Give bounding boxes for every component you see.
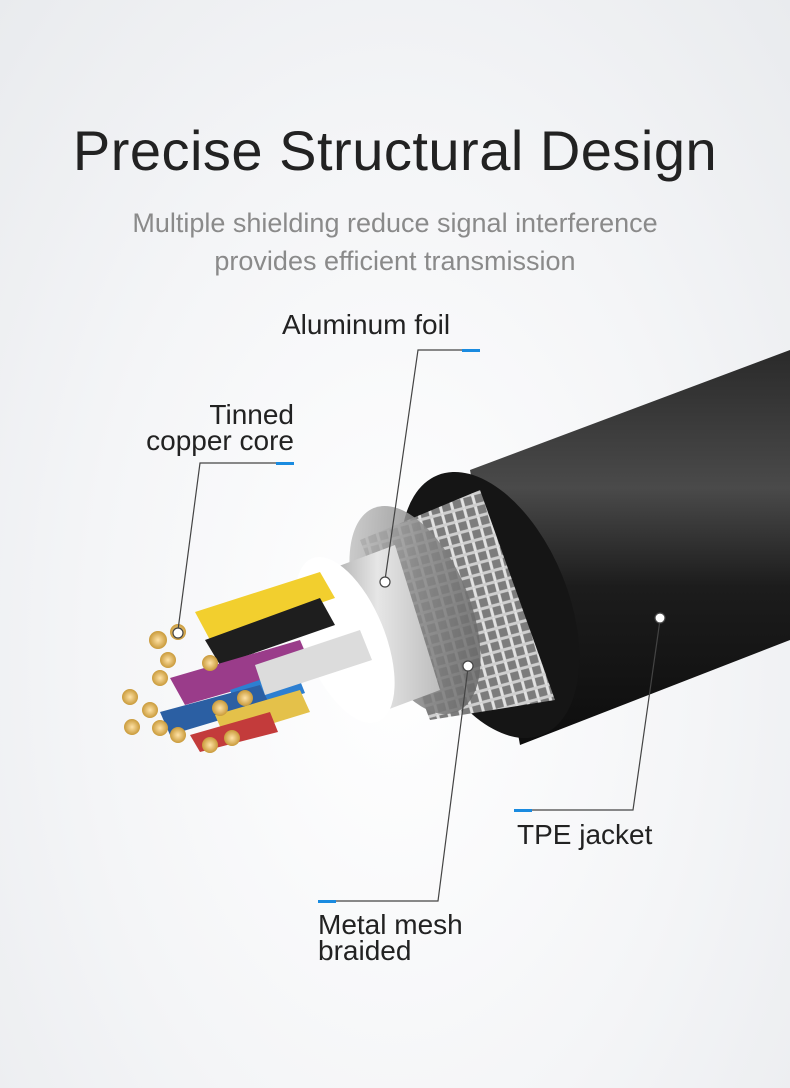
- subtitle-line-1: Multiple shielding reduce signal interfe…: [132, 208, 658, 238]
- label-aluminum-foil: Aluminum foil: [282, 309, 451, 340]
- leader-line-tpe-jacket: [514, 619, 661, 811]
- accent-bar-copper-core: [276, 462, 294, 465]
- accent-bar-tpe-jacket: [514, 809, 532, 812]
- leader-lines: [172, 349, 666, 902]
- label-metal-mesh-line-1: Metal mesh: [318, 909, 463, 940]
- label-aluminum-foil-text: Aluminum foil: [282, 309, 451, 340]
- accent-bar-metal-mesh: [318, 900, 336, 903]
- label-copper-core-line-2: copper core: [146, 425, 294, 456]
- accent-bar-aluminum-foil: [462, 349, 480, 352]
- page-title: Precise Structural Design: [72, 119, 718, 182]
- copper-conductor-ends: [122, 624, 253, 753]
- subtitle-line-2: provides efficient transmission: [214, 246, 576, 276]
- label-metal-mesh-braided: Metal mesh braided: [318, 909, 463, 966]
- leader-line-copper-core: [177, 462, 292, 631]
- leader-line-metal-mesh: [318, 667, 469, 902]
- leader-line-aluminum-foil: [384, 349, 478, 581]
- label-copper-core-line-1: Tinned: [209, 399, 294, 430]
- label-tpe-jacket-text: TPE jacket: [517, 819, 653, 850]
- label-tpe-jacket: TPE jacket: [517, 819, 653, 850]
- label-metal-mesh-line-2: braided: [318, 935, 412, 966]
- label-tinned-copper-core: Tinned copper core: [120, 399, 294, 456]
